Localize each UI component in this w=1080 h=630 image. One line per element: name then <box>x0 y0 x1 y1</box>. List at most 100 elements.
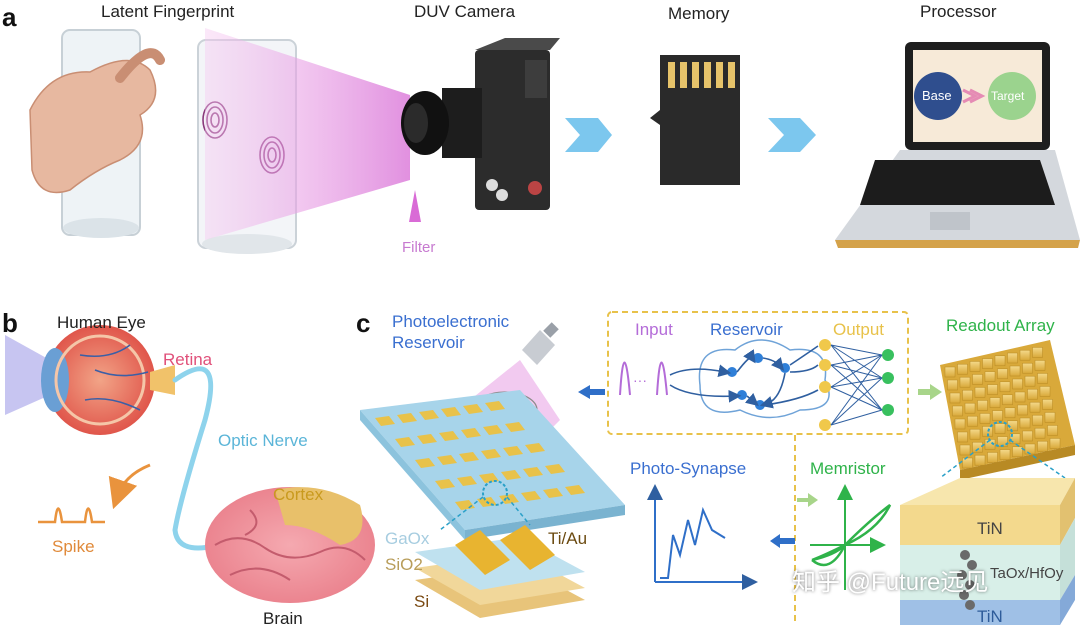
uv-lamp-icon <box>522 322 559 365</box>
array-pad <box>481 449 501 459</box>
readout-pad <box>1012 446 1023 458</box>
array-pad <box>483 425 503 435</box>
readout-pad <box>989 397 1001 408</box>
readout-pad <box>994 423 1006 434</box>
input-dots: ··· <box>633 372 647 388</box>
label-gaox: GaOx <box>385 529 430 548</box>
readout-pads <box>944 347 1061 469</box>
readout-pad <box>969 361 981 372</box>
label-sio2: SiO2 <box>385 555 423 574</box>
reservoir-box <box>607 311 909 435</box>
readout-nodes <box>882 349 894 416</box>
output-links <box>830 344 883 426</box>
label-reservoir: Reservoir <box>710 320 783 339</box>
readout-pad <box>1017 404 1028 416</box>
label-filter: Filter <box>402 239 436 256</box>
memory-card <box>650 55 740 185</box>
readout-pad <box>962 457 973 469</box>
readout-pad <box>957 431 968 443</box>
readout-pad <box>984 371 996 382</box>
array-pad <box>415 458 435 468</box>
label-human-eye: Human Eye <box>57 313 146 332</box>
array-pad <box>501 470 521 480</box>
readout-pad <box>964 402 976 414</box>
array-pad <box>439 431 459 441</box>
readout-pad <box>999 381 1011 393</box>
array-pad <box>463 404 483 414</box>
input-signal-1 <box>619 361 631 396</box>
readout-pad <box>1009 365 1021 377</box>
readout-pad <box>999 449 1011 460</box>
readout-pad <box>1022 430 1033 442</box>
label-base: Base <box>922 88 952 103</box>
label-processor: Processor <box>920 2 997 21</box>
array-pad <box>419 410 439 420</box>
label-memory: Memory <box>668 4 730 23</box>
label-cortex: Cortex <box>273 485 324 504</box>
readout-pad <box>982 358 993 369</box>
readout-pad <box>972 374 983 385</box>
readout-pad <box>979 413 991 424</box>
label-input: Input <box>635 320 673 339</box>
label-readout-array: Readout Array <box>946 316 1055 335</box>
readout-pad <box>1019 349 1031 361</box>
duv-camera <box>401 38 560 210</box>
green-arrow-memristor <box>797 493 818 507</box>
array-pad <box>441 407 461 417</box>
readout-pad <box>974 387 986 398</box>
filament-icon <box>957 550 977 610</box>
label-photoelectronic: Photoelectronic <box>392 312 510 331</box>
flow-arrow-2 <box>768 118 816 152</box>
array-pad <box>505 422 525 432</box>
readout-pad <box>949 392 961 404</box>
readout-pad <box>1012 378 1023 390</box>
array-pad <box>525 443 545 453</box>
label-latent-fingerprint: Latent Fingerprint <box>101 2 235 21</box>
readout-pad <box>1002 394 1013 406</box>
label-taox-hfox: TaOx/HfOy <box>990 565 1064 582</box>
label-retina: Retina <box>163 350 213 369</box>
readout-pad <box>1047 425 1058 436</box>
blue-arrow-synapse <box>770 534 795 548</box>
readout-pad <box>1014 391 1026 403</box>
output-nodes <box>819 339 831 431</box>
array-pad <box>397 413 417 423</box>
readout-pad <box>959 376 971 388</box>
readout-pad <box>1032 414 1043 426</box>
flow-arrow-1 <box>565 118 612 152</box>
readout-pad <box>992 410 1003 421</box>
readout-pad <box>954 418 966 430</box>
readout-pad <box>947 379 958 391</box>
label-si: Si <box>414 592 430 611</box>
label-spike: Spike <box>52 537 95 556</box>
duv-light-beam <box>205 28 410 240</box>
readout-pad <box>959 444 971 456</box>
readout-pad <box>1039 386 1051 397</box>
readout-pad <box>987 384 998 395</box>
photoelectronic-array <box>360 390 625 540</box>
label-memristor: Memristor <box>810 459 886 478</box>
brain <box>205 487 375 603</box>
readout-pad <box>977 400 988 411</box>
laptop-processor <box>835 42 1080 248</box>
array-pad <box>523 467 543 477</box>
readout-array <box>940 340 1075 480</box>
watermark: 知乎 @Future远见 <box>792 569 989 596</box>
readout-pad <box>1024 375 1036 387</box>
readout-pad <box>1032 347 1043 358</box>
readout-pad <box>957 363 968 375</box>
readout-pad <box>994 355 1006 367</box>
array-pad <box>417 434 437 444</box>
readout-pad <box>1029 401 1041 413</box>
right-arrow-readout <box>918 384 942 400</box>
readout-pad <box>1042 399 1053 410</box>
readout-pad <box>972 441 983 453</box>
panel-label-c: c <box>356 308 371 338</box>
filter-icon <box>409 190 421 222</box>
zoom-circle-readout <box>987 421 1013 447</box>
array-pad <box>565 485 585 495</box>
label-optic-nerve: Optic Nerve <box>218 431 308 450</box>
label-output: Output <box>833 320 885 339</box>
readout-pad <box>967 415 978 427</box>
